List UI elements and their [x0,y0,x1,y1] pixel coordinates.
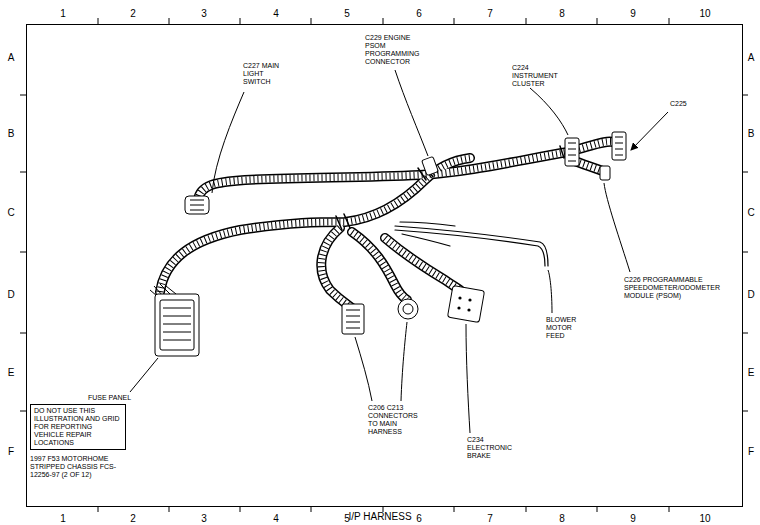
grid-column-number: 8 [559,8,565,19]
callout-label: C229 ENGINE PSOM PROGRAMMING CONNECTOR [365,34,427,66]
callout-label: C225 [670,100,700,108]
wire-bundles [160,142,614,308]
connectors [150,132,626,356]
grid-row-letter: C [7,207,14,218]
callout-label: C206 C213 CONNECTORS TO MAIN HARNESS [368,404,428,436]
grid-row-letter: A [748,52,755,63]
leader-lines [130,70,668,433]
grid-row-letter: A [8,52,15,63]
grid-row-letter: E [748,367,755,378]
note-text: DO NOT USE THIS ILLUSTRATION AND GRID FO… [34,407,122,447]
grid-row-letter: B [8,128,15,139]
caption: I/P HARNESS [348,511,411,522]
callout-label: C224 INSTRUMENT CLUSTER [512,64,570,88]
grid-column-number: 10 [699,513,710,524]
callout-label: C227 MAIN LIGHT SWITCH [243,62,289,86]
grid-row-letter: F [748,446,754,457]
grid-row-letter: D [7,289,14,300]
grid-column-number: 5 [344,8,350,19]
grid-column-number: 2 [130,8,136,19]
grid-frame [20,18,748,512]
grid-column-number: 7 [487,8,493,19]
grid-row-letter: E [8,367,15,378]
grid-column-number: 4 [273,513,279,524]
grid-column-number: 2 [130,513,136,524]
note-box: DO NOT USE THIS ILLUSTRATION AND GRID FO… [30,404,126,450]
grid-column-number: 9 [630,513,636,524]
grid-column-number: 1 [60,8,66,19]
grid-row-letter: C [747,207,754,218]
grid-column-number: 1 [60,513,66,524]
grid-row-letter: B [748,128,755,139]
callout-label: C226 PROGRAMMABLE SPEEDOMETER/ODOMETER M… [624,276,722,300]
grid-column-number: 7 [487,513,493,524]
grid-column-number: 6 [416,513,422,524]
grid-column-number: 9 [630,8,636,19]
grid-column-number: 4 [273,8,279,19]
grid-column-number: 6 [416,8,422,19]
callout-label: C234 ELECTRONIC BRAKE [467,436,519,460]
grid-row-letter: F [8,446,14,457]
grid-row-letter: D [747,289,754,300]
grid-column-number: 3 [201,8,207,19]
grid-column-number: 3 [201,513,207,524]
chassis-note: 1997 F53 MOTORHOME STRIPPED CHASSIS FCS-… [30,455,134,479]
grid-column-number: 10 [699,8,710,19]
callout-label: BLOWER MOTOR FEED [546,316,588,340]
grid-column-number: 8 [559,513,565,524]
callout-label: FUSE PANEL [88,394,148,402]
